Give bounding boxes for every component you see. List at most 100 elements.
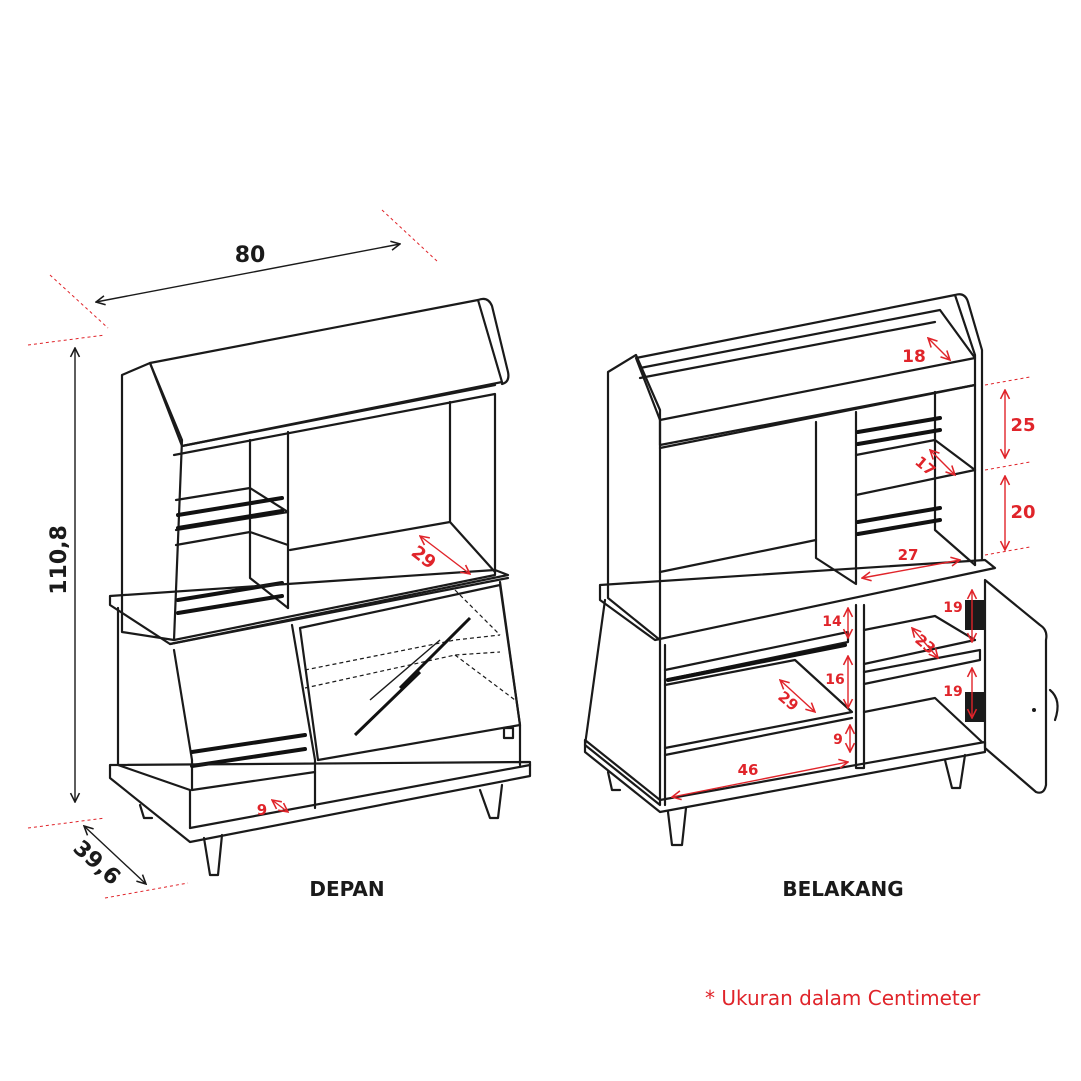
- front-hutch-side: [120, 361, 184, 642]
- back-left-upper-label: 14: [822, 614, 842, 630]
- front-leg-2: [478, 783, 504, 820]
- front-rod-5: [190, 733, 307, 754]
- back-roof-line: [638, 320, 937, 380]
- back-hinge-top: [965, 600, 985, 630]
- front-top-shelf-back: [288, 520, 452, 552]
- back-base-width-label: 27: [898, 546, 919, 564]
- back-hutch-top-arrow: [928, 338, 950, 360]
- front-rod-6: [190, 747, 307, 768]
- width-arrow: [96, 244, 400, 302]
- back-center-column: [814, 410, 858, 586]
- front-bottom-gap-label: 9: [257, 801, 267, 819]
- back-shelf-2: [663, 658, 854, 750]
- front-lower-left: [116, 606, 192, 830]
- front-dash-3: [454, 589, 516, 701]
- back-lower-divider: [854, 603, 866, 770]
- depth-label: 39,6: [68, 836, 125, 891]
- back-rod-3: [856, 506, 942, 524]
- back-base-width-arrow: [862, 560, 960, 578]
- back-guide-1: [984, 376, 1031, 386]
- back-right-shelf-depth-arrow: [912, 628, 938, 658]
- back-guide-2: [984, 461, 1031, 471]
- front-roof-edge: [180, 383, 497, 448]
- front-roof-right: [476, 297, 510, 386]
- back-leg-1: [666, 806, 688, 847]
- front-glass-reflection-3: [369, 639, 441, 701]
- height-guide-top: [27, 334, 106, 346]
- front-glass-door: [298, 583, 522, 762]
- front-lock: [502, 726, 515, 740]
- back-right-side: [953, 293, 984, 562]
- back-shelf-1: [663, 630, 850, 682]
- back-base: [583, 738, 987, 814]
- back-right-bottom-label: 19: [943, 684, 962, 700]
- front-dash-1: [304, 634, 501, 671]
- back-rod-1: [856, 416, 942, 434]
- back-right-shelf-2: [862, 648, 982, 686]
- front-lower-slant: [172, 648, 194, 792]
- units-note: * Ukuran dalam Centimeter: [705, 986, 981, 1010]
- back-hutch-base-line: [658, 538, 818, 574]
- back-lower-left: [583, 598, 662, 807]
- front-worktop-edge: [168, 576, 510, 646]
- front-leg-3: [138, 803, 154, 820]
- front-bottom-shelf: [190, 770, 317, 792]
- back-left-shelf-depth-label: 29: [774, 688, 802, 715]
- back-hutch-top-label: 18: [902, 347, 926, 367]
- front-glass-reflection-2: [353, 670, 422, 737]
- front-view-drawing: 29 9: [108, 297, 532, 877]
- back-guide-3: [984, 546, 1031, 556]
- back-view-drawing: 18 25 20 17 27 19 19 23 14 16 9 29 46: [583, 293, 1059, 847]
- back-hutch-side: [606, 353, 662, 642]
- back-door-handle: [1048, 688, 1059, 722]
- front-hutch-back: [172, 392, 497, 642]
- front-view-label: DEPAN: [309, 877, 384, 901]
- front-bottom-gap-arrow: [272, 800, 288, 812]
- back-right-bottom: [862, 696, 984, 744]
- back-leg-3: [606, 770, 622, 792]
- front-rod-2: [176, 509, 284, 530]
- width-guide-left: [49, 274, 109, 329]
- back-view-label: BELAKANG: [782, 877, 903, 901]
- back-left-low-label: 9: [833, 732, 843, 748]
- front-lower-divider: [290, 623, 317, 810]
- back-hinge-bottom: [965, 692, 985, 722]
- front-rod-1: [176, 496, 284, 517]
- back-roof-inner: [638, 308, 977, 422]
- back-upper-height-label: 25: [1010, 415, 1035, 436]
- front-dash-2: [304, 651, 501, 689]
- back-bottom-width-label: 46: [738, 761, 759, 779]
- back-right-top-label: 19: [943, 600, 962, 616]
- back-rod-5: [666, 643, 847, 682]
- back-rod-2: [856, 428, 942, 446]
- overall-dimensions: 80 110,8 39,6: [27, 209, 439, 899]
- depth-arrow: [84, 826, 146, 884]
- height-label: 110,8: [47, 525, 72, 595]
- back-door-knob: [1032, 708, 1036, 712]
- back-leg-2: [943, 753, 967, 790]
- height-guide-bottom: [27, 817, 106, 829]
- front-right-inner: [448, 400, 497, 574]
- depth-guide: [104, 882, 189, 899]
- front-worktop: [108, 568, 510, 646]
- width-guide-right: [381, 209, 439, 263]
- back-left-shelf-depth-arrow: [780, 680, 815, 712]
- front-glass-reflection-1: [398, 616, 472, 690]
- back-bottom-width-arrow: [672, 762, 848, 797]
- back-left-mid-label: 16: [825, 672, 844, 688]
- back-hutch-top: [658, 383, 977, 567]
- front-leg-1: [202, 833, 224, 877]
- back-rod-4: [856, 518, 942, 536]
- front-shelf-depth-arrow: [420, 536, 470, 574]
- front-roof: [148, 298, 504, 448]
- back-right-inner: [933, 390, 977, 567]
- front-rod-4: [176, 594, 284, 615]
- front-base-edge: [188, 763, 532, 830]
- back-lower-height-label: 20: [1010, 502, 1035, 523]
- width-label: 80: [235, 243, 266, 268]
- front-lower-shelf: [174, 530, 290, 547]
- back-open-door: [983, 578, 1048, 794]
- back-shelf-depth-arrow: [930, 450, 955, 475]
- back-shelf-2-edge: [663, 716, 854, 757]
